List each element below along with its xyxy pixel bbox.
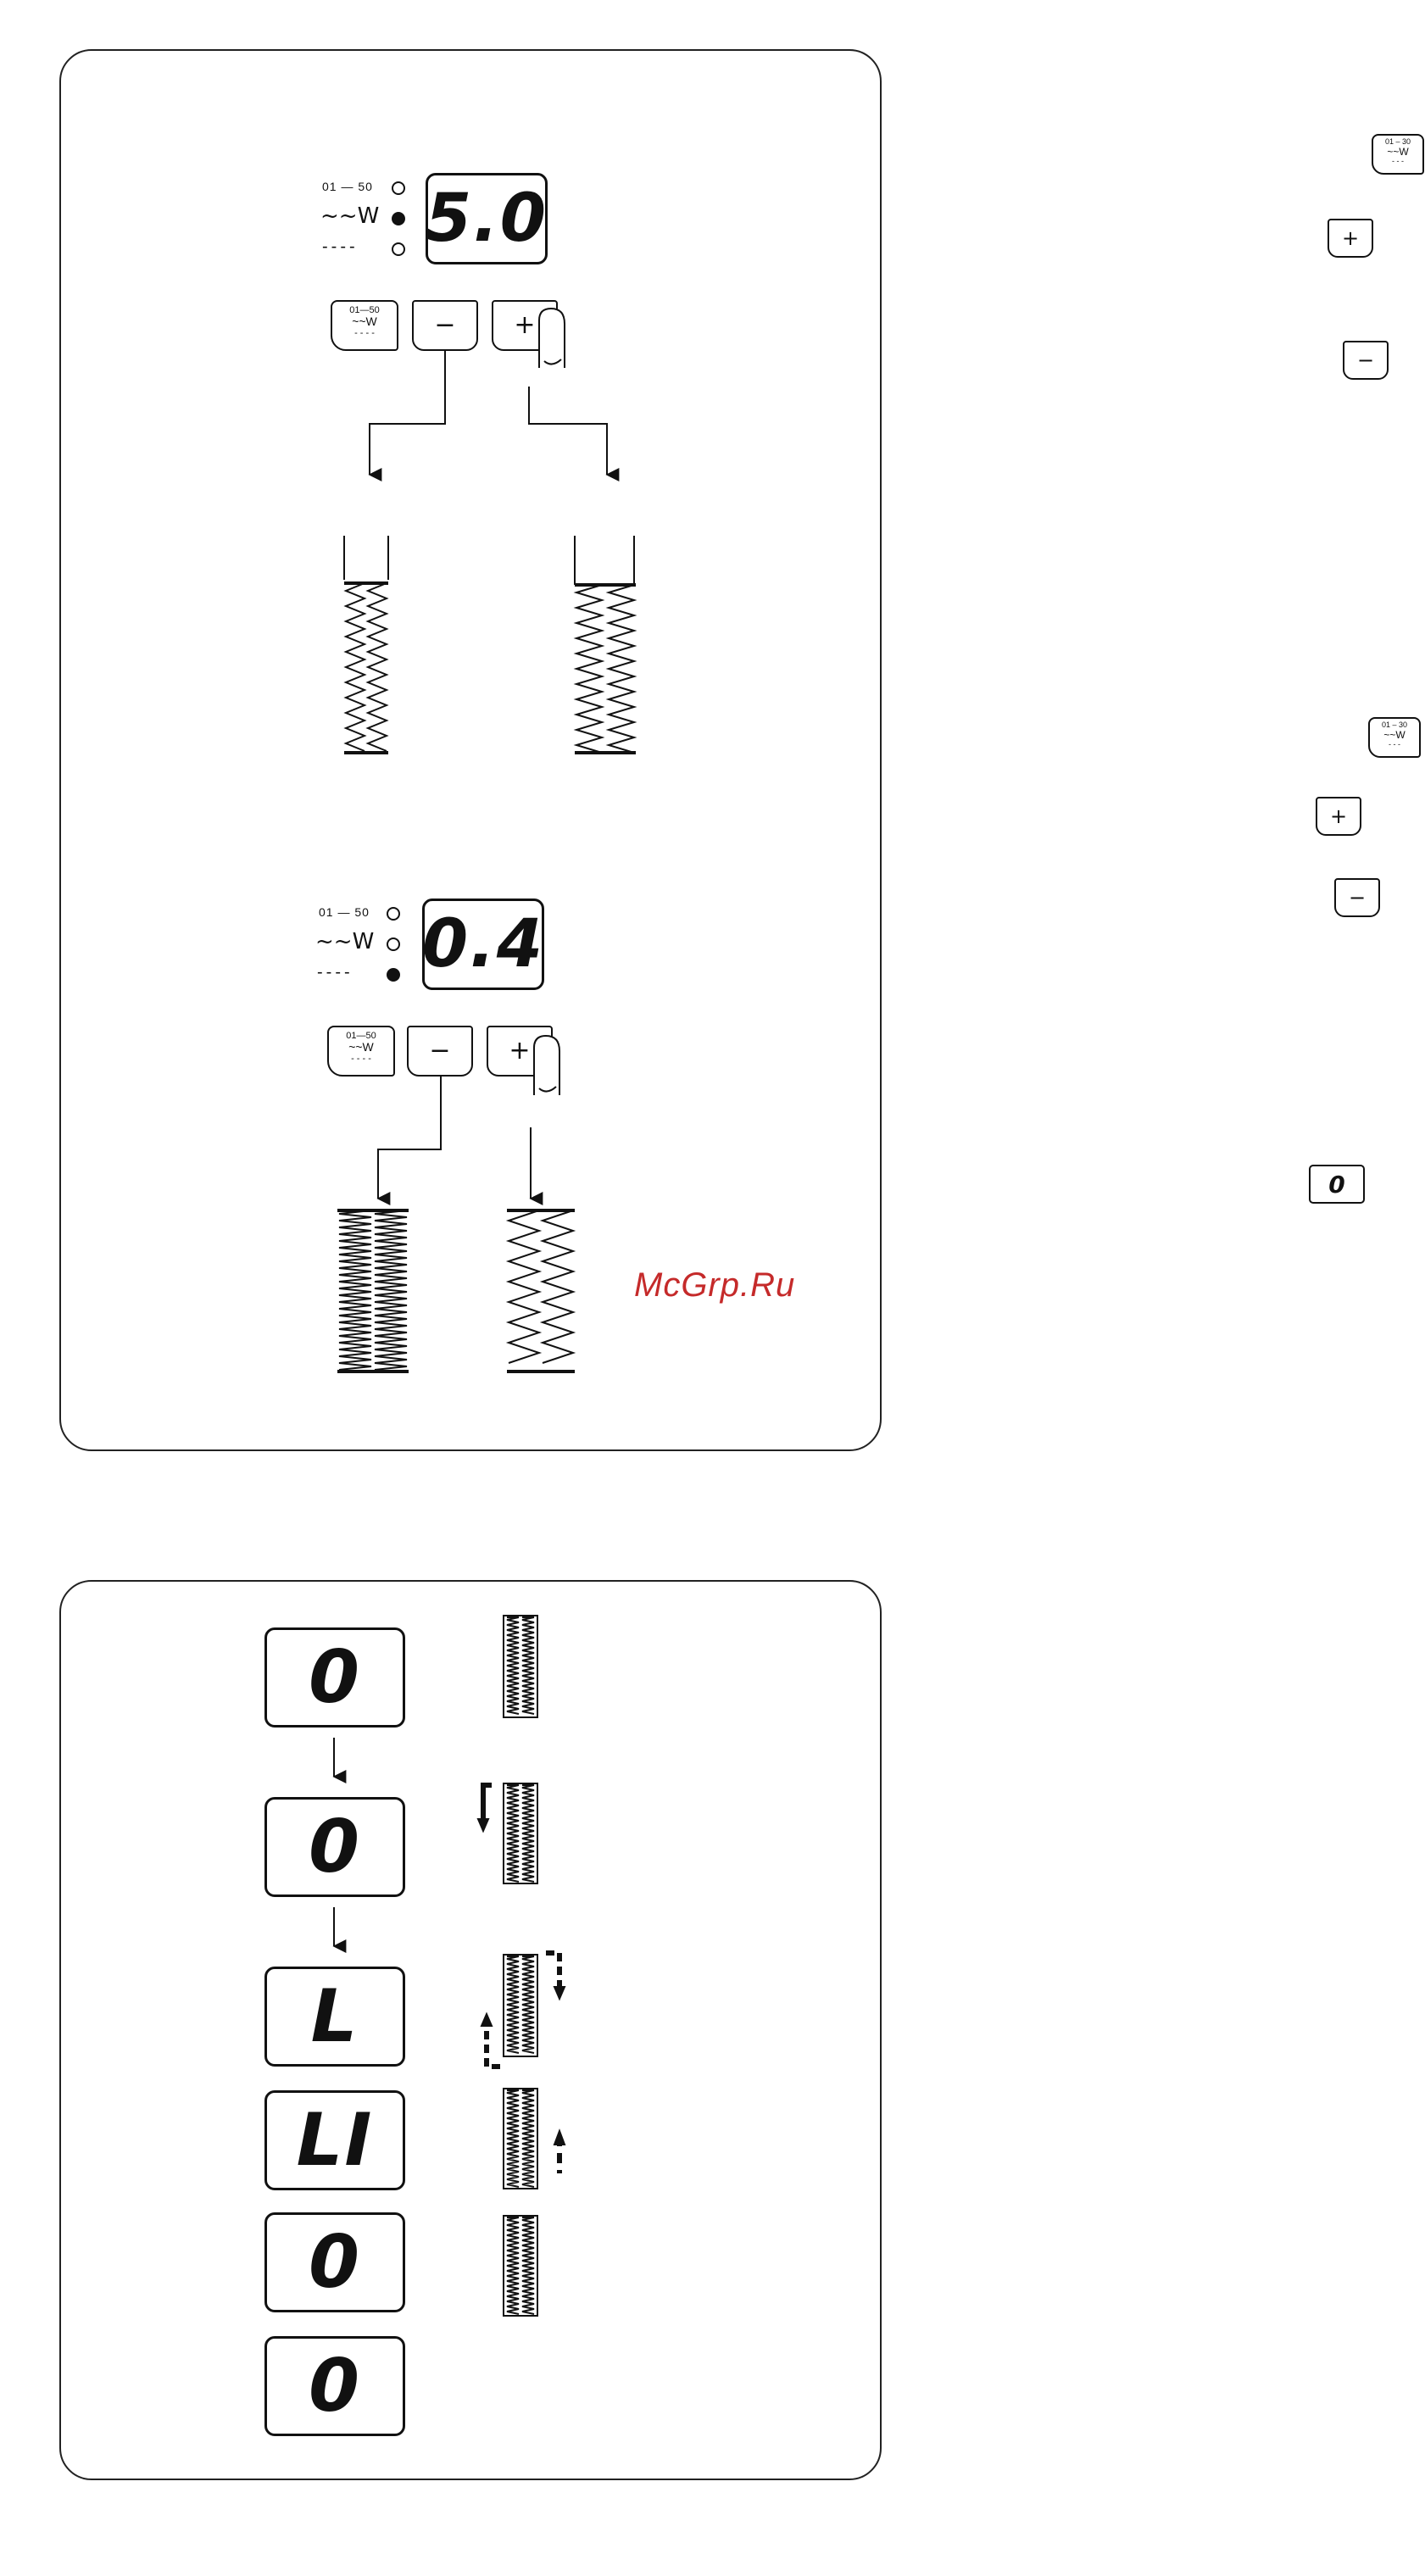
stage-2-buttonhole-left bbox=[507, 1785, 519, 1882]
stage-4-buttonhole-right bbox=[522, 2090, 534, 2187]
wide-buttonhole-right-column bbox=[609, 585, 634, 753]
narrow-buttonhole-left-column bbox=[346, 583, 365, 751]
stage-5-buttonhole-left bbox=[507, 2217, 519, 2314]
decrease-arrow bbox=[370, 351, 445, 475]
decrease-arrow bbox=[378, 1077, 441, 1199]
stage-3-down-arrowhead bbox=[554, 1987, 565, 1999]
wide-buttonhole-left-column bbox=[576, 585, 602, 753]
stage-4-up-arrowhead bbox=[554, 2131, 565, 2145]
stage-3-up-arrowhead bbox=[481, 2014, 492, 2026]
open-buttonhole-right-column bbox=[543, 1210, 573, 1363]
stage-3-buttonhole-right bbox=[522, 1956, 534, 2053]
stage-1-buttonhole-right bbox=[522, 1617, 534, 1714]
stage-4-buttonhole-left bbox=[507, 2090, 519, 2187]
stage-2-start-arrowhead bbox=[478, 1819, 488, 1831]
stage-3-up-arrow bbox=[487, 2021, 500, 2067]
narrow-buttonhole-right-column bbox=[368, 583, 387, 751]
dense-buttonhole-left-column bbox=[339, 1210, 371, 1370]
increase-arrow bbox=[529, 387, 607, 475]
stage-5-buttonhole-right bbox=[522, 2217, 534, 2314]
open-buttonhole-left-column bbox=[509, 1210, 539, 1363]
dense-buttonhole-right-column bbox=[375, 1210, 407, 1370]
stage-3-buttonhole-left bbox=[507, 1956, 519, 2053]
stage-2-buttonhole-right bbox=[522, 1785, 534, 1882]
stage-1-buttonhole-left bbox=[507, 1617, 519, 1714]
